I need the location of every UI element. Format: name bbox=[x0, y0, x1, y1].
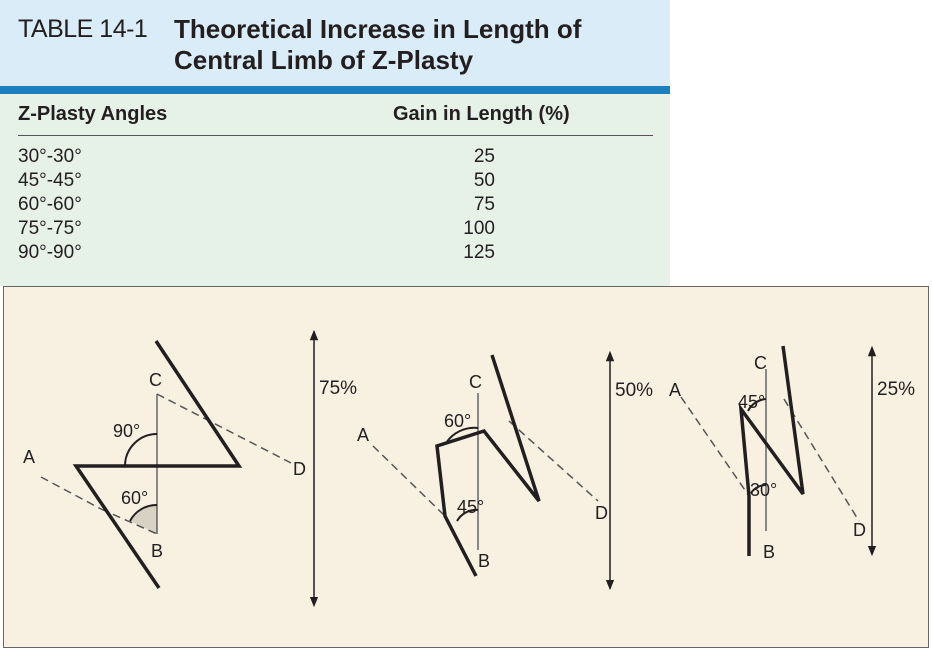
gain-cell: 25 bbox=[473, 146, 495, 167]
angle-arc-top bbox=[445, 426, 479, 444]
column-header-gain: Gain in Length (%) bbox=[393, 103, 570, 125]
point-label-b: B bbox=[763, 542, 775, 562]
point-label-b: B bbox=[478, 551, 490, 571]
z-incision bbox=[72, 340, 243, 589]
diagram-45-degree: A C D B 60° 45° 50% bbox=[357, 350, 653, 591]
z-incision bbox=[738, 345, 805, 556]
column-header-angles: Z-Plasty Angles bbox=[18, 103, 168, 125]
gain-cell: 75 bbox=[473, 194, 495, 215]
angle-arc-bottom bbox=[456, 508, 479, 522]
table-header: TABLE 14-1 Theoretical Increase in Lengt… bbox=[0, 0, 670, 86]
angle-cell: 90°-90° bbox=[18, 242, 82, 263]
table-row: 75°-75° 100 bbox=[0, 218, 670, 242]
gain-cell: 50 bbox=[473, 170, 495, 191]
angle-cell: 75°-75° bbox=[18, 218, 82, 239]
table-title-line-2: Central Limb of Z-Plasty bbox=[174, 45, 474, 75]
diagram-30-degree: A C D B 45° 30° 25% bbox=[669, 345, 915, 562]
angle-arc-top bbox=[124, 433, 158, 467]
angle-cell: 45°-45° bbox=[18, 170, 82, 191]
gain-label: 50% bbox=[615, 380, 653, 401]
angle-arc-top bbox=[747, 398, 767, 412]
dashed-line-d bbox=[156, 393, 292, 464]
table-number: TABLE 14-1 bbox=[18, 15, 148, 43]
header-rule bbox=[0, 86, 670, 94]
gain-cell: 125 bbox=[463, 242, 495, 263]
zplasty-figure: A C D B 90° 60° 75% A C D B 60° 45° 50% bbox=[3, 286, 929, 648]
angle-label-bottom: 60° bbox=[121, 488, 148, 508]
angle-arc-bottom bbox=[750, 483, 767, 494]
angle-wedge-bottom bbox=[130, 504, 157, 534]
table-row: 90°-90° 125 bbox=[0, 242, 670, 266]
diagram-60-degree: A C D B 90° 60° 75% bbox=[23, 329, 357, 608]
point-label-d: D bbox=[293, 459, 306, 479]
zplasty-diagrams: A C D B 90° 60° 75% A C D B 60° 45° 50% bbox=[23, 329, 915, 608]
dashed-line-a bbox=[372, 445, 446, 517]
angle-label-bottom: 30° bbox=[750, 480, 777, 500]
point-label-a: A bbox=[357, 425, 369, 445]
point-label-a: A bbox=[669, 380, 681, 400]
z-incision bbox=[435, 354, 541, 577]
point-label-c: C bbox=[469, 372, 482, 392]
angle-label-bottom: 45° bbox=[457, 497, 484, 517]
dashed-line-a bbox=[40, 476, 102, 510]
dashed-line-d bbox=[508, 420, 599, 502]
angle-arc-bottom bbox=[129, 503, 158, 522]
table-title: Theoretical Increase in Length of Centra… bbox=[174, 14, 581, 76]
table-title-line-1: Theoretical Increase in Length of bbox=[174, 14, 582, 44]
point-label-d: D bbox=[853, 520, 866, 540]
point-label-c: C bbox=[149, 370, 162, 390]
angle-cell: 30°-30° bbox=[18, 146, 82, 167]
angle-label-top: 90° bbox=[113, 421, 140, 441]
dashed-line-b bbox=[100, 508, 158, 535]
point-label-d: D bbox=[595, 503, 608, 523]
gain-cell: 100 bbox=[463, 218, 495, 239]
point-label-c: C bbox=[754, 353, 767, 373]
point-label-b: B bbox=[151, 541, 163, 561]
angle-cell: 60°-60° bbox=[18, 194, 82, 215]
gain-label: 75% bbox=[319, 378, 357, 399]
table-row: 45°-45° 50 bbox=[0, 170, 670, 194]
angle-label-top: 45° bbox=[738, 392, 765, 412]
dashed-line-a bbox=[680, 396, 750, 497]
dashed-line-d bbox=[783, 398, 860, 522]
table-row: 30°-30° 25 bbox=[0, 146, 670, 170]
angle-label-top: 60° bbox=[444, 411, 471, 431]
table-row: 60°-60° 75 bbox=[0, 194, 670, 218]
point-label-a: A bbox=[23, 447, 35, 467]
gain-label: 25% bbox=[877, 379, 915, 400]
table-panel: TABLE 14-1 Theoretical Increase in Lengt… bbox=[0, 0, 670, 286]
column-rule bbox=[18, 135, 653, 136]
